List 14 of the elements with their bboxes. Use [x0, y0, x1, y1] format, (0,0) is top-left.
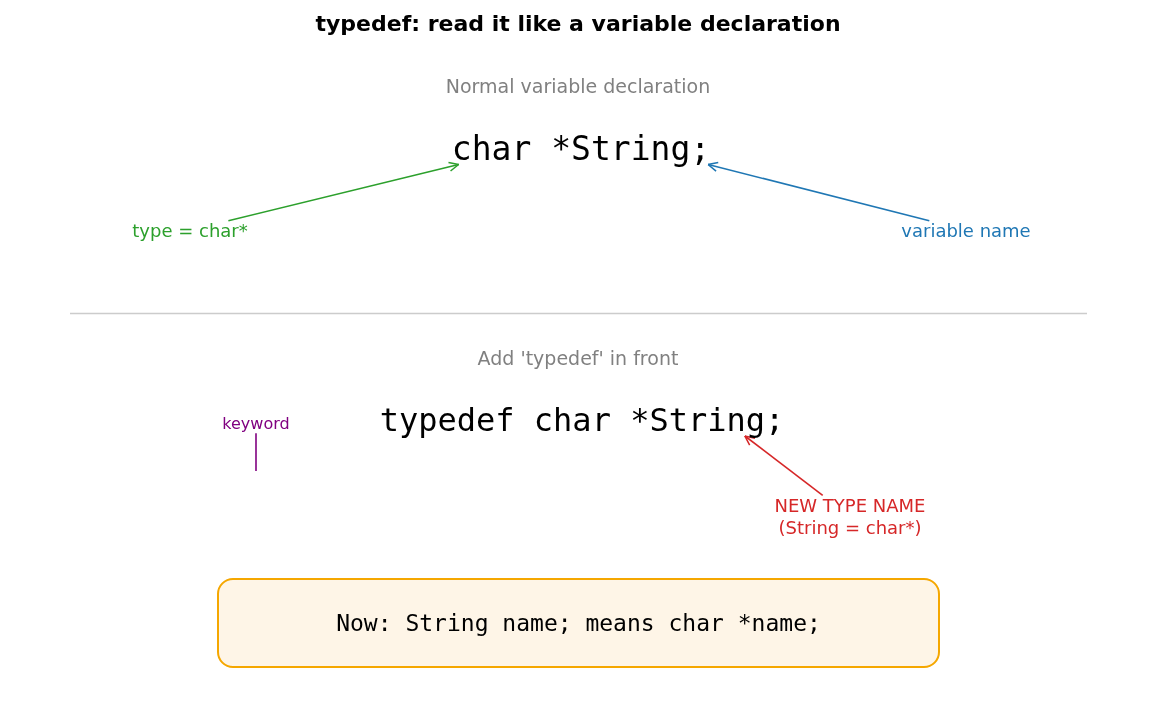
- annotation-label: type = char*: [132, 220, 248, 242]
- note-box: Now: String name; means char *name;: [217, 578, 940, 668]
- section-heading: Add 'typedef' in front: [477, 348, 679, 370]
- annotation-label: variable name: [901, 220, 1031, 242]
- arrow: [227, 161, 460, 222]
- arrow: [707, 161, 931, 222]
- diagram-title: typedef: read it like a variable declaration: [315, 11, 841, 37]
- leader-line: [255, 432, 257, 472]
- section-heading: Normal variable declaration: [445, 76, 711, 98]
- arrow: [744, 435, 824, 497]
- code-line: char *String;: [451, 131, 711, 165]
- code-line: typedef char *String;: [379, 404, 785, 436]
- annotation-label: keyword: [222, 414, 290, 434]
- annotation-label: NEW TYPE NAME (String = char*): [761, 495, 939, 539]
